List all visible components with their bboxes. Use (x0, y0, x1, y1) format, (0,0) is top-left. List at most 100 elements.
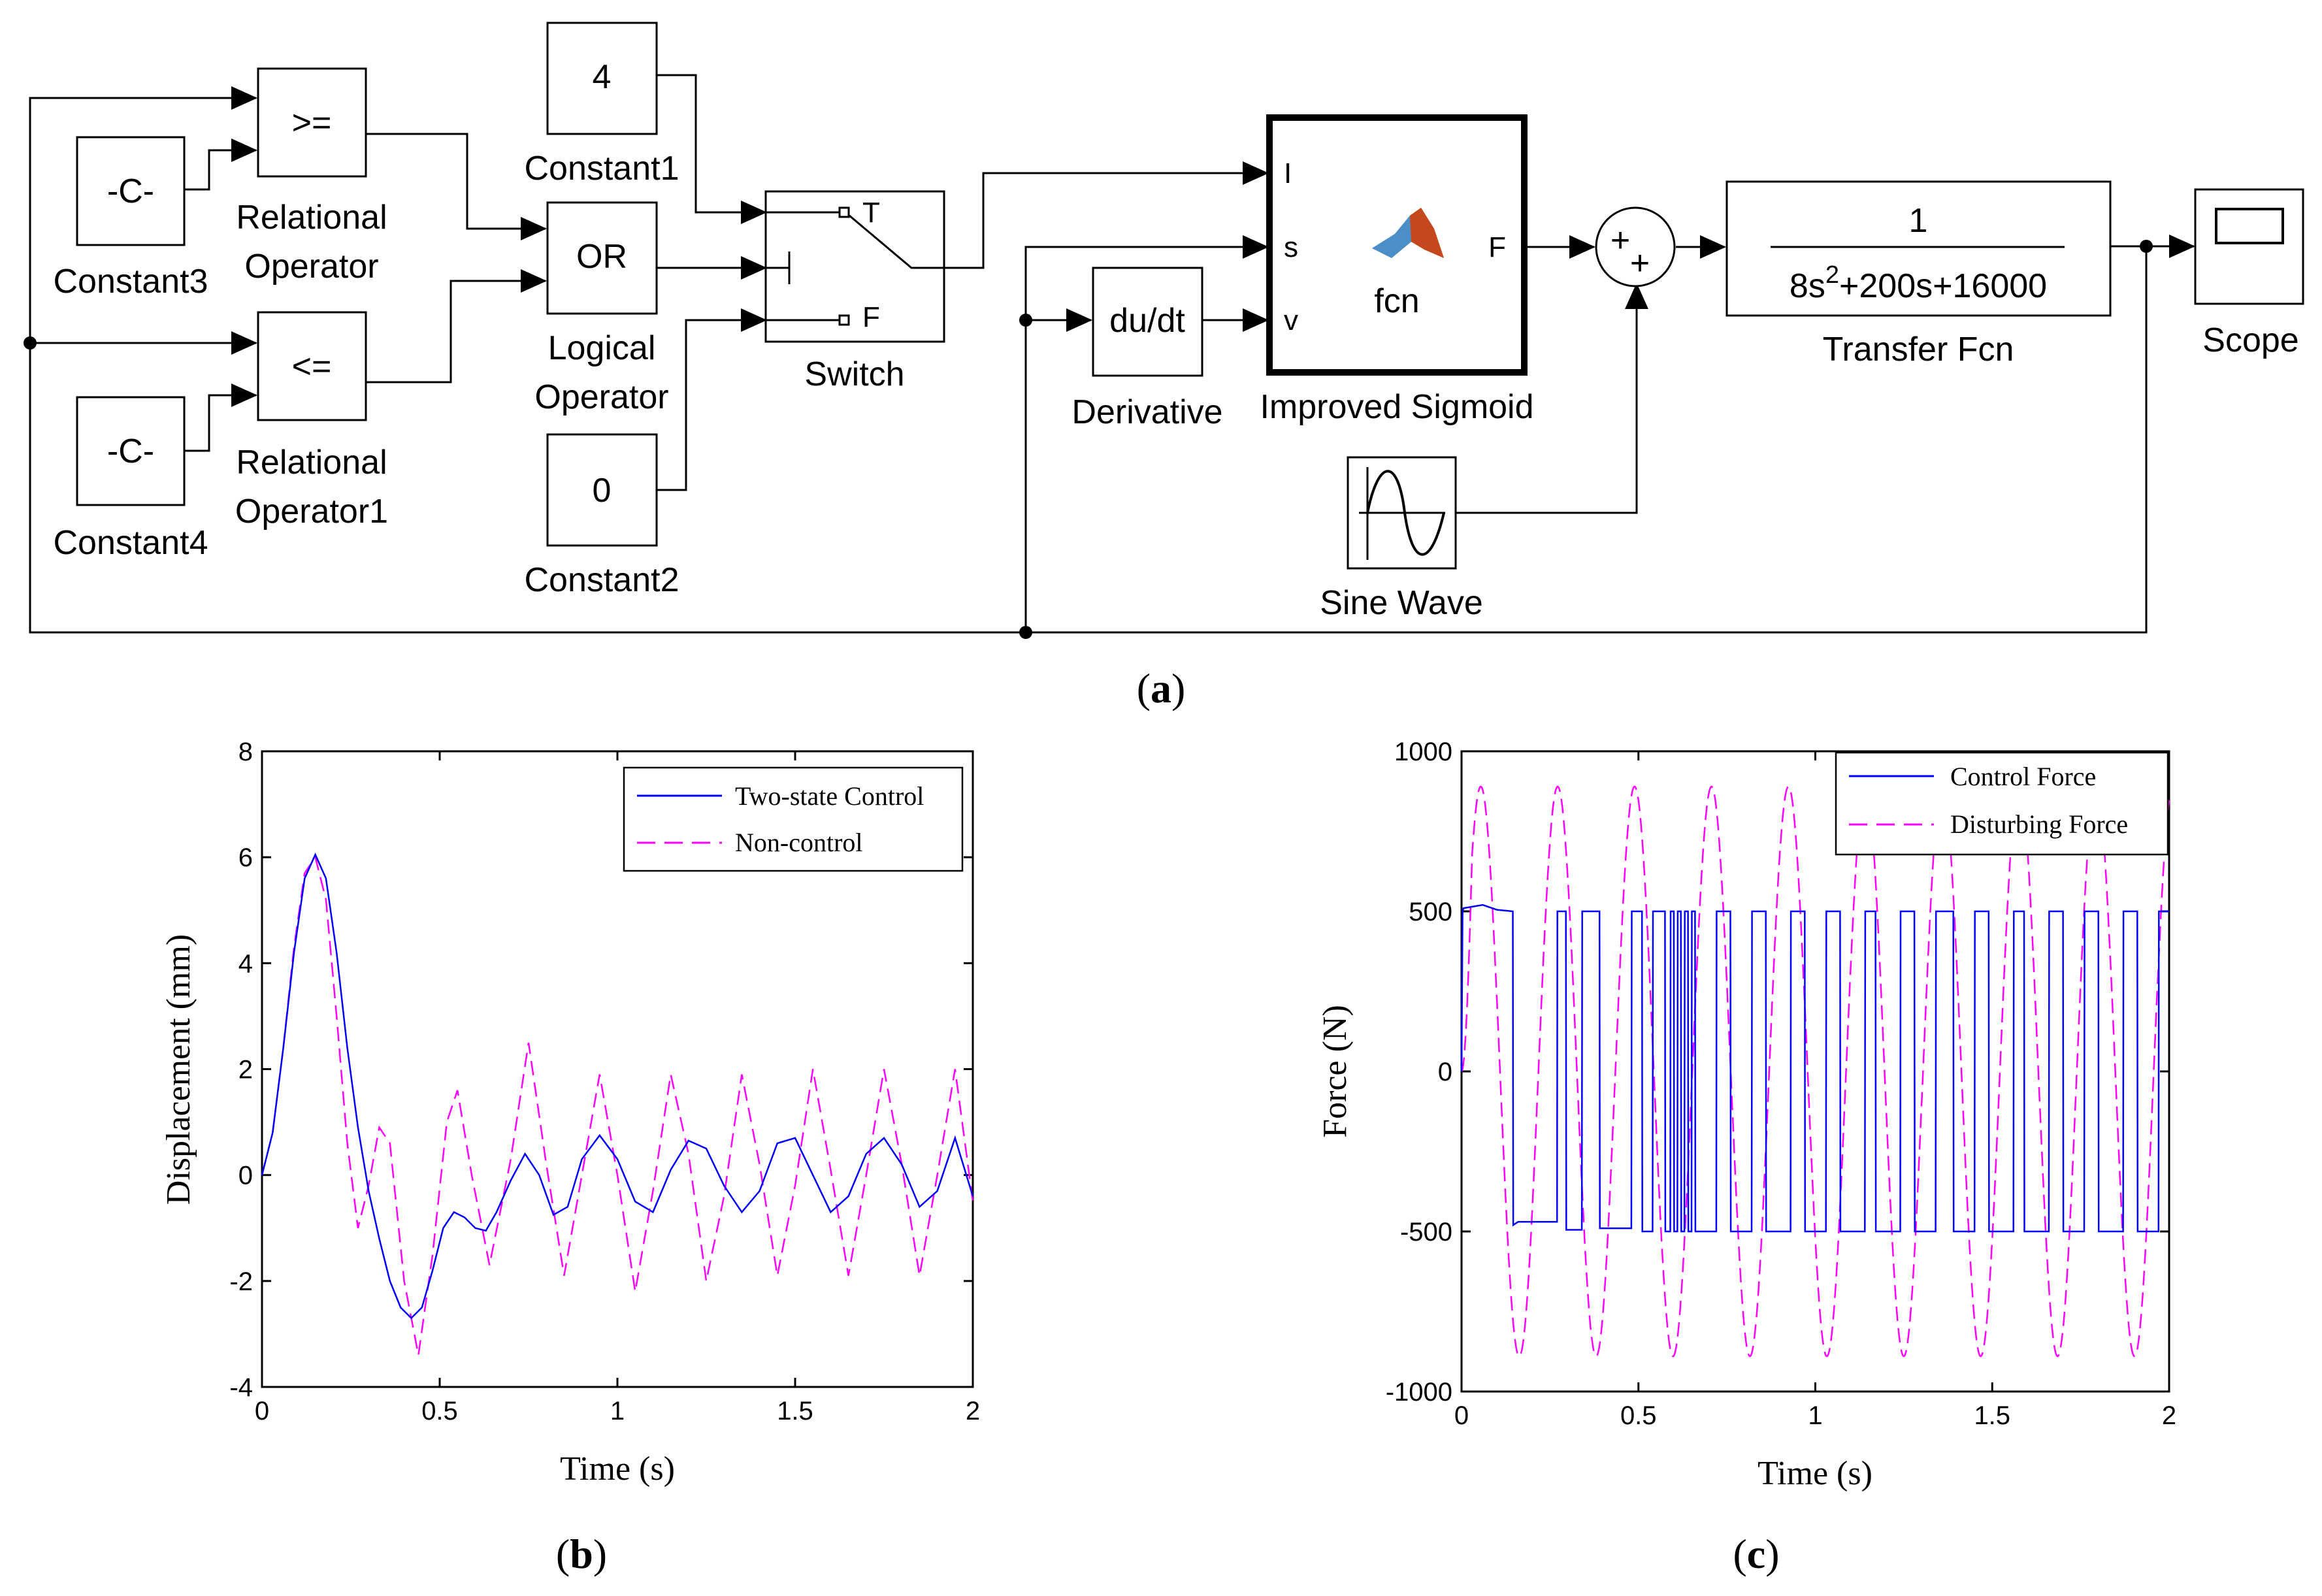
wire-const3-relop (184, 138, 257, 191)
sum-block[interactable]: + + (1595, 206, 1676, 287)
constant4-block[interactable]: -C- Constant4 (53, 396, 208, 562)
switch-bottom-terminal (838, 314, 850, 326)
sum-sign-1: + (1611, 221, 1630, 259)
transfer-fcn-block[interactable]: 1 8s2+200s+16000 Transfer Fcn (1725, 180, 2112, 368)
chart-b-ytick-label: 6 (238, 843, 253, 872)
switch-block[interactable]: T F Switch (764, 190, 945, 393)
chart-c-ytick-label: 1000 (1394, 738, 1452, 766)
tf-denominator: 8s2+200s+16000 (1790, 261, 2047, 305)
switch-control-input (766, 252, 791, 284)
sum-sign-2: + (1630, 244, 1650, 282)
chart-c-xtick-label: 0 (1454, 1401, 1469, 1430)
constant1-label: Constant1 (524, 150, 679, 187)
chart-c-series (1460, 785, 2170, 1358)
chart-b-xtick-label: 1.5 (777, 1397, 813, 1425)
chart-c-xlabel: Time (s) (1758, 1455, 1872, 1492)
wire-const2-switch (657, 308, 767, 491)
matlab-logo-icon (1372, 208, 1444, 258)
derivative-symbol: du/dt (1109, 302, 1185, 340)
sine-wave-label: Sine Wave (1320, 584, 1483, 622)
relational-operator-block[interactable]: >= Relational Operator (236, 67, 387, 285)
switch-false-port: F (862, 301, 880, 333)
chart-c-legend-label-1: Control Force (1950, 762, 2096, 791)
wire-to-relop-in1 (29, 86, 257, 343)
logical-operator-label-1: Logical (548, 329, 656, 367)
chart-b-ytick-label: 2 (238, 1056, 253, 1084)
chart-b-legend: Two-state Control Non-control (623, 766, 964, 872)
relational-operator-label-1: Relational (236, 199, 387, 236)
scope-block[interactable]: Scope (2194, 188, 2304, 359)
wire-relop-or (366, 133, 547, 240)
tf-numerator: 1 (1909, 202, 1928, 240)
relational-operator1-label-2: Operator1 (235, 493, 388, 530)
chart-b-xtick-label: 0.5 (421, 1397, 458, 1425)
chart-c-xtick-label: 1.5 (1974, 1401, 2010, 1430)
wire-const4-relop1 (184, 383, 257, 452)
junction-dot-bottom (1019, 626, 1032, 639)
constant1-block[interactable]: 4 Constant1 (524, 22, 679, 187)
chart-c-ytick-label: 500 (1409, 898, 1452, 926)
switch-true-port: T (862, 197, 880, 229)
feedback-wire-main (29, 246, 2148, 634)
chart-c-ytick-label: 0 (1438, 1058, 1452, 1086)
chart-b-series-dashed-line (261, 855, 974, 1356)
chart-b-legend-label-2: Non-control (735, 828, 863, 857)
signal-wires (24, 74, 2195, 639)
sigmoid-port-f: F (1488, 231, 1506, 263)
junction-dot-derivative (1019, 314, 1032, 327)
sigmoid-fcn-text: fcn (1374, 282, 1419, 320)
constant2-block[interactable]: 0 Constant2 (524, 433, 679, 599)
chart-c-legend-label-2: Disturbing Force (1950, 809, 2128, 839)
chart-c-xtick-label: 2 (2162, 1401, 2176, 1430)
improved-sigmoid-label: Improved Sigmoid (1260, 388, 1533, 426)
sigmoid-port-v: v (1284, 304, 1298, 336)
chart-b-xlabel: Time (s) (560, 1450, 675, 1488)
derivative-block[interactable]: du/dt Derivative (1071, 267, 1223, 431)
chart-b-ytick-label: 8 (238, 738, 253, 766)
chart-b-series (261, 853, 974, 1356)
sine-wave-block[interactable]: Sine Wave (1320, 456, 1483, 622)
improved-sigmoid-block[interactable]: I s v F fcn Improved Sigmoid (1260, 114, 1534, 426)
relational-operator1-label-1: Relational (236, 444, 387, 481)
relational-operator-symbol: >= (292, 104, 332, 142)
sigmoid-port-i: I (1284, 157, 1292, 189)
chart-c-xtick-label: 0.5 (1620, 1401, 1657, 1430)
switch-label: Switch (804, 355, 904, 393)
derivative-label: Derivative (1071, 393, 1222, 431)
junction-dot-scope (2140, 240, 2153, 253)
constant4-value: -C- (107, 432, 154, 470)
constant3-value: -C- (107, 172, 154, 210)
constant2-label: Constant2 (524, 561, 679, 599)
relational-operator1-block[interactable]: <= Relational Operator1 (235, 311, 388, 530)
chart-b-legend-box (623, 766, 964, 872)
chart-b-ylabel: Displacement (mm) (160, 934, 197, 1205)
chart-b-legend-label-1: Two-state Control (735, 781, 924, 811)
chart-c-legend: Control Force Disturbing Force (1835, 751, 2169, 856)
sine-axes (1359, 467, 1445, 560)
wire-sine-sum (1456, 283, 1648, 514)
chart-b-xtick-label: 2 (966, 1397, 980, 1425)
junction-dot-left (24, 336, 37, 350)
constant3-block[interactable]: -C- Constant3 (53, 136, 208, 301)
wire-const1-switch (657, 74, 767, 224)
sigmoid-port-s: s (1284, 231, 1298, 263)
logical-operator-block[interactable]: OR Logical Operator (534, 201, 669, 416)
wire-disp-sigmoid-s (1024, 235, 1269, 320)
transfer-fcn-label: Transfer Fcn (1823, 331, 2014, 368)
relational-operator1-symbol: <= (292, 348, 332, 385)
sine-wave-icon (1366, 470, 1445, 556)
constant3-label: Constant3 (53, 263, 208, 301)
chart-b-xtick-label: 0 (255, 1397, 269, 1425)
switch-top-terminal (838, 206, 850, 218)
chart-c-series-dashed-line (1461, 785, 2170, 1358)
chart-c-legend-box (1835, 751, 2169, 856)
constant2-value: 0 (593, 472, 612, 510)
logical-operator-label-2: Operator (534, 378, 668, 416)
chart-c-series-solid-line (1460, 904, 2169, 1233)
